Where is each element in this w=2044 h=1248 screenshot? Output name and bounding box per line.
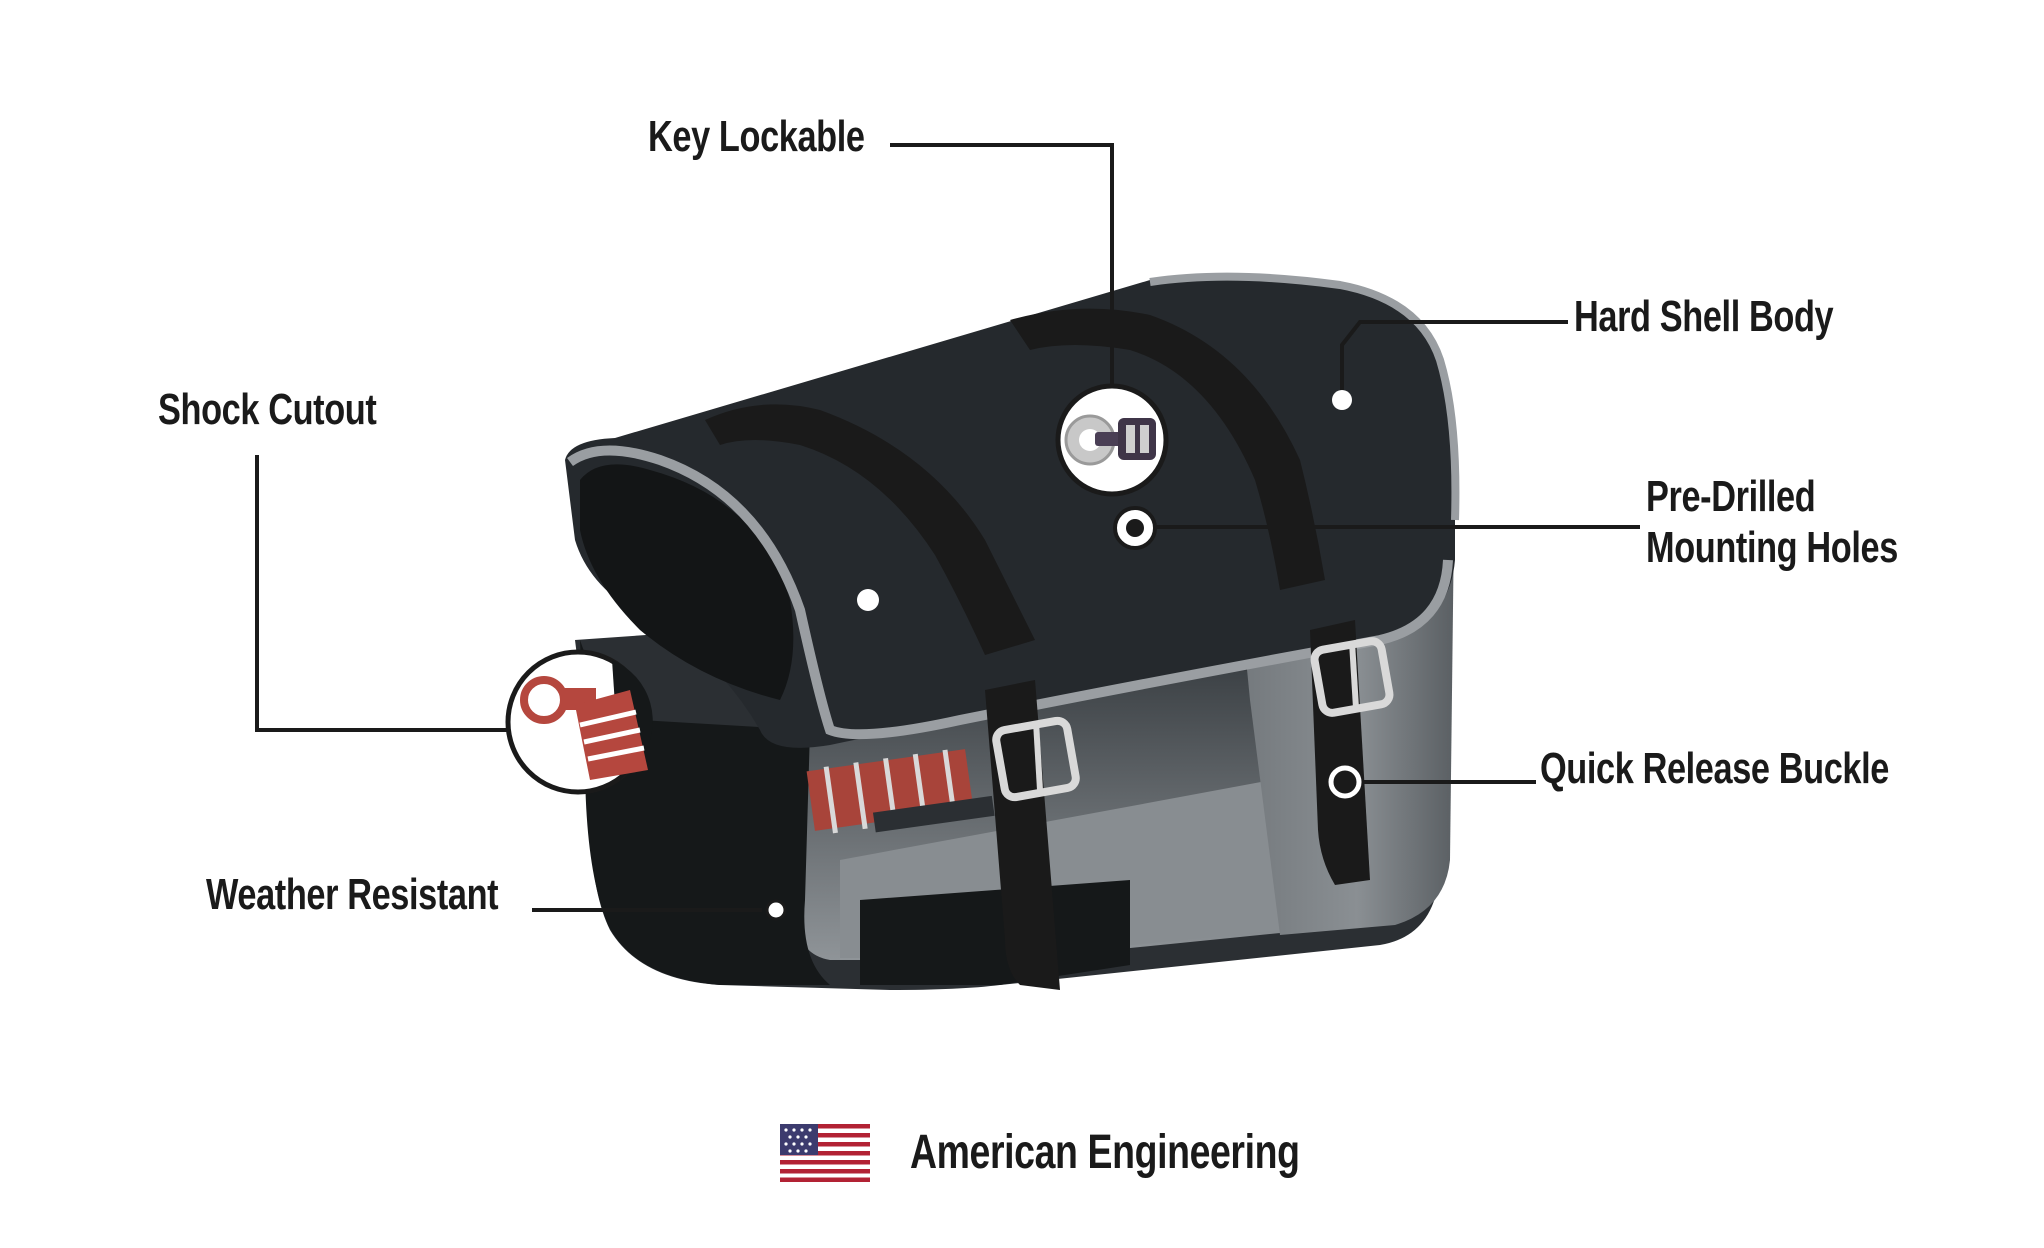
callout-quick-release-buckle: Quick Release Buckle <box>1540 744 1889 793</box>
bag-lid-top-trim <box>1149 272 1460 521</box>
rivet-icon <box>857 589 879 611</box>
callout-weather-resistant: Weather Resistant <box>206 870 499 919</box>
key-lockable-leader <box>890 143 1114 390</box>
callout-pre-drilled-mounting-holes: Pre-Drilled Mounting Holes <box>1646 472 1898 573</box>
key-lock-magnifier <box>1055 383 1169 497</box>
callout-pre-drilled-line2: Mounting Holes <box>1646 522 1898 572</box>
bag-lid-front <box>580 464 794 700</box>
shock-cutout-magnifier <box>505 649 653 795</box>
shock-cutout-leader <box>255 455 510 732</box>
rivet-icon <box>1332 390 1352 410</box>
shock-absorber-illustration <box>806 749 995 834</box>
callout-pre-drilled-line1: Pre-Drilled <box>1646 472 1816 521</box>
us-flag-icon <box>780 1124 870 1182</box>
callout-hard-shell-body: Hard Shell Body <box>1574 292 1834 341</box>
callout-lines <box>255 143 1640 912</box>
callout-key-lockable: Key Lockable <box>648 112 865 161</box>
callout-shock-cutout: Shock Cutout <box>158 385 377 434</box>
footer-american-engineering: American Engineering <box>910 1126 1300 1179</box>
hard-shell-leader <box>1340 320 1568 390</box>
buckle-right <box>1310 637 1394 717</box>
buckle-left <box>992 716 1080 802</box>
quick-release-marker-icon <box>1328 765 1362 799</box>
callout-markers <box>765 506 1362 921</box>
saddlebag-illustration <box>565 272 1460 990</box>
bag-bottom-tab <box>860 880 1130 985</box>
weather-resistant-marker-icon <box>765 899 787 921</box>
